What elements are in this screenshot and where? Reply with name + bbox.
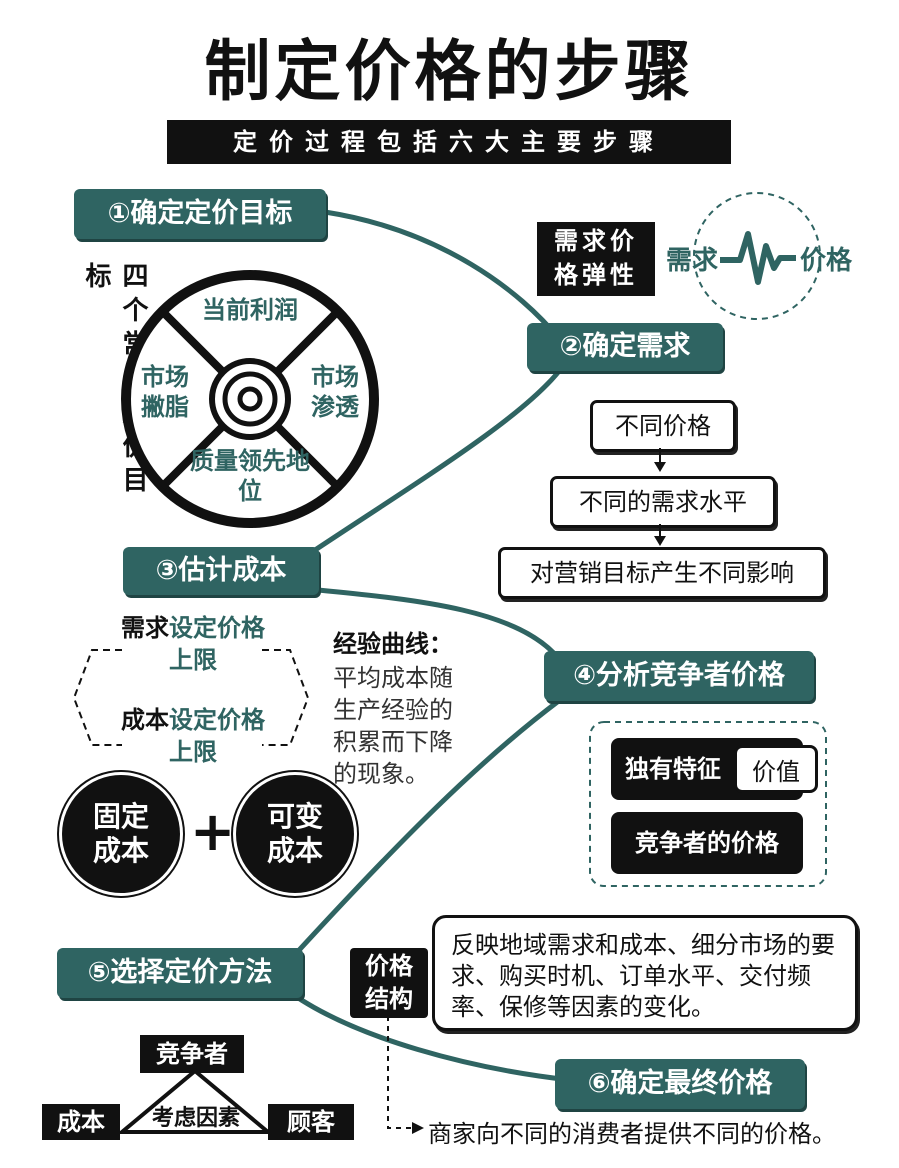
step-6-set-final-price: ⑥确定最终价格 — [555, 1059, 805, 1109]
price-structure-footnote: 商家向不同的消费者提供不同的价格。 — [428, 1120, 836, 1148]
variable-cost-text: 可变成本 — [266, 800, 323, 867]
heartbeat-icon — [720, 231, 796, 285]
demand-flow-different-prices: 不同价格 — [590, 400, 736, 452]
experience-curve-title: 经验曲线： — [333, 630, 453, 658]
step-1-set-objectives: ①确定定价目标 — [74, 189, 326, 239]
demand-sets-ceiling: 需求设定价格上限 — [118, 612, 268, 676]
objective-current-profit: 当前利润 — [202, 296, 298, 324]
arrow-down-icon — [654, 524, 666, 546]
price-structure-description: 反映地域需求和成本、细分市场的要求、购买时机、订单水平、交付频率、保修等因素的变… — [432, 915, 858, 1031]
objective-quality-leadership-text: 质量领先地位 — [190, 447, 310, 505]
objective-market-penetration-text: 市场渗透 — [311, 363, 359, 421]
elasticity-label-text: 需求价格弹性 — [554, 227, 638, 289]
objective-market-skimming: 市场撇脂 — [130, 362, 200, 422]
cost-sets-ceiling: 成本设定价格上限 — [118, 704, 268, 768]
objective-quality-leadership: 质量领先地位 — [188, 446, 312, 506]
fixed-cost-text: 固定成本 — [92, 800, 149, 867]
step-3-estimate-costs: ③估计成本 — [123, 547, 319, 595]
step-2-determine-demand: ②确定需求 — [527, 323, 723, 371]
variable-cost-circle: 可变成本 — [236, 775, 354, 893]
fixed-cost-circle: 固定成本 — [62, 775, 180, 893]
price-structure-label: 价格结构 — [350, 948, 428, 1018]
value-box: 价值 — [734, 745, 818, 793]
competitor-price-box: 竞争者的价格 — [611, 812, 803, 874]
unique-features-text: 独有特征 — [625, 755, 721, 783]
step-4-analyze-competitor-prices: ④分析竞争者价格 — [544, 651, 814, 701]
objectives-target-icon — [121, 270, 379, 528]
elasticity-demand-word: 需求 — [666, 246, 719, 276]
plus-sign: + — [190, 800, 236, 863]
objective-market-penetration: 市场渗透 — [300, 362, 370, 422]
method-competitor-label: 竞争者 — [140, 1035, 244, 1073]
price-structure-label-text: 价格结构 — [365, 952, 413, 1013]
experience-curve-text: 平均成本随生产经验的积累而下降的现象。 — [333, 664, 453, 788]
cost-sets-ceiling-prefix: 成本 — [121, 706, 169, 734]
demand-flow-demand-levels: 不同的需求水平 — [550, 476, 776, 528]
method-customer-label: 顾客 — [268, 1104, 354, 1140]
method-triangle — [118, 1068, 272, 1134]
demand-sets-ceiling-prefix: 需求 — [121, 614, 169, 642]
page-subtitle: 定价过程包括六大主要步骤 — [233, 128, 665, 156]
demand-flow-marketing-impact: 对营销目标产生不同影响 — [498, 547, 826, 599]
demand-sets-ceiling-suffix: 设定价格上限 — [169, 614, 265, 674]
page-title: 制定价格的步骤 — [204, 33, 695, 110]
subtitle-bar — [167, 120, 731, 164]
step-5-select-pricing-method: ⑤选择定价方法 — [57, 948, 303, 998]
method-considerations-label: 考虑因素 — [151, 1106, 240, 1131]
cost-sets-ceiling-suffix: 设定价格上限 — [169, 706, 265, 766]
objective-market-skimming-text: 市场撇脂 — [141, 363, 189, 421]
elasticity-label: 需求价格弹性 — [537, 222, 655, 296]
elasticity-price-word: 价格 — [800, 246, 853, 276]
method-cost-label: 成本 — [42, 1104, 120, 1140]
arrow-down-icon — [654, 448, 666, 472]
